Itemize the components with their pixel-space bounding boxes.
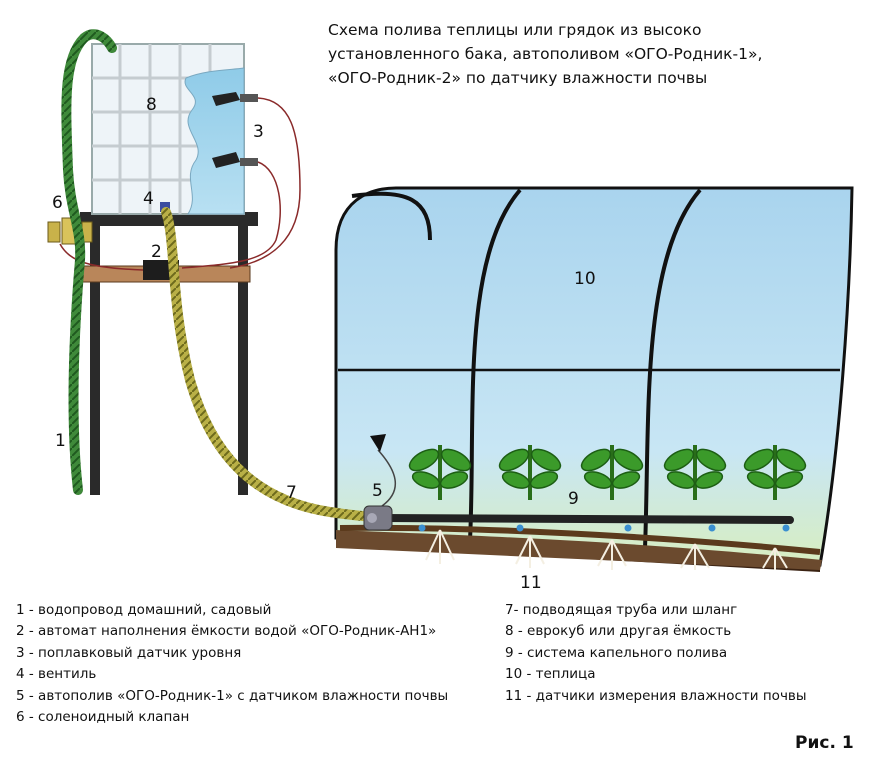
callout-9: 9 — [568, 489, 579, 509]
callout-4: 4 — [143, 189, 154, 209]
title-line-2: установленного бака, автополивом «ОГО-Ро… — [328, 45, 763, 63]
legend-item: 9 - система капельного полива — [505, 644, 728, 661]
title-line-3: «ОГО-Родник-2» по датчику влажности почв… — [328, 69, 708, 87]
eurocube-tank — [91, 43, 301, 269]
title-line-1: Схема полива теплицы или грядок из высок… — [328, 21, 702, 39]
callout-3: 3 — [253, 122, 264, 142]
legend-right: 7- подводящая труба или шланг 8 - евроку… — [505, 600, 807, 707]
float-sensor-lower — [212, 152, 258, 168]
legend-item: 3 - поплавковый датчик уровня — [16, 644, 242, 661]
water-supply-hose — [61, 29, 117, 495]
callout-1: 1 — [55, 431, 66, 451]
legend-item: 5 - автополив «ОГО-Родник-1» с датчиком … — [16, 687, 449, 704]
legend-item: 2 - автомат наполнения ёмкости водой «ОГ… — [16, 623, 437, 640]
legend-left: 1 - водопровод домашний, садовый 2 - авт… — [16, 600, 448, 728]
diagram-title: Схема полива теплицы или грядок из высок… — [328, 18, 848, 90]
legend-item: 11 - датчики измерения влажности почвы — [505, 687, 807, 704]
legend-item: 6 - соленоидный клапан — [16, 709, 190, 726]
callout-7: 7 — [286, 483, 297, 503]
callout-2: 2 — [151, 242, 162, 262]
legend-item: 10 - теплица — [505, 666, 596, 683]
callout-11: 11 — [520, 573, 542, 593]
figure-label: Рис. 1 — [795, 733, 854, 753]
autowatering-controller — [363, 434, 397, 531]
legend-item: 8 - еврокуб или другая ёмкость — [505, 623, 732, 640]
callout-6: 6 — [52, 193, 63, 213]
drip-emitters — [418, 524, 790, 532]
callout-10: 10 — [574, 269, 596, 289]
float-sensor-upper — [212, 92, 258, 106]
feed-hose — [161, 207, 377, 522]
legend-item: 1 - водопровод домашний, садовый — [16, 602, 272, 618]
callout-8: 8 — [146, 95, 157, 115]
legend-item: 4 - вентиль — [16, 666, 97, 683]
callout-5: 5 — [372, 481, 383, 501]
plants — [408, 445, 807, 500]
plant-roots — [425, 529, 788, 570]
valve-handle — [160, 202, 170, 212]
solenoid-valve — [47, 217, 93, 245]
drip-line — [376, 514, 794, 524]
legend-item: 7- подводящая труба или шланг — [505, 602, 738, 618]
